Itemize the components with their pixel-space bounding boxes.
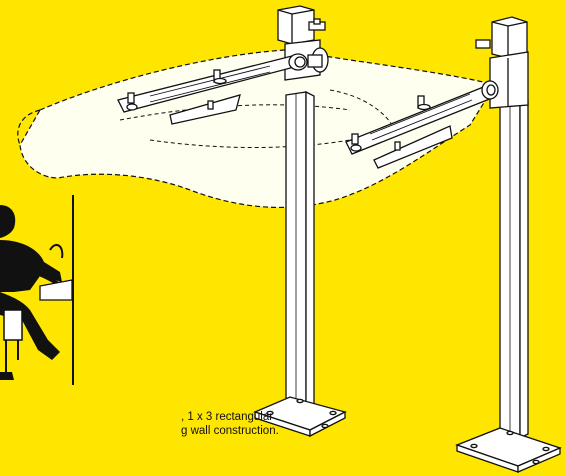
left-post xyxy=(253,90,347,438)
caption-line-1: , 1 x 3 rectangular xyxy=(181,411,274,423)
right-support-arm xyxy=(345,80,499,169)
basin-outline xyxy=(17,49,496,208)
left-support-arm xyxy=(117,47,329,125)
right-post xyxy=(455,95,562,473)
wall-figure xyxy=(0,195,74,385)
caption-line-2: g wall construction. xyxy=(181,425,279,437)
left-top-block xyxy=(277,5,326,81)
